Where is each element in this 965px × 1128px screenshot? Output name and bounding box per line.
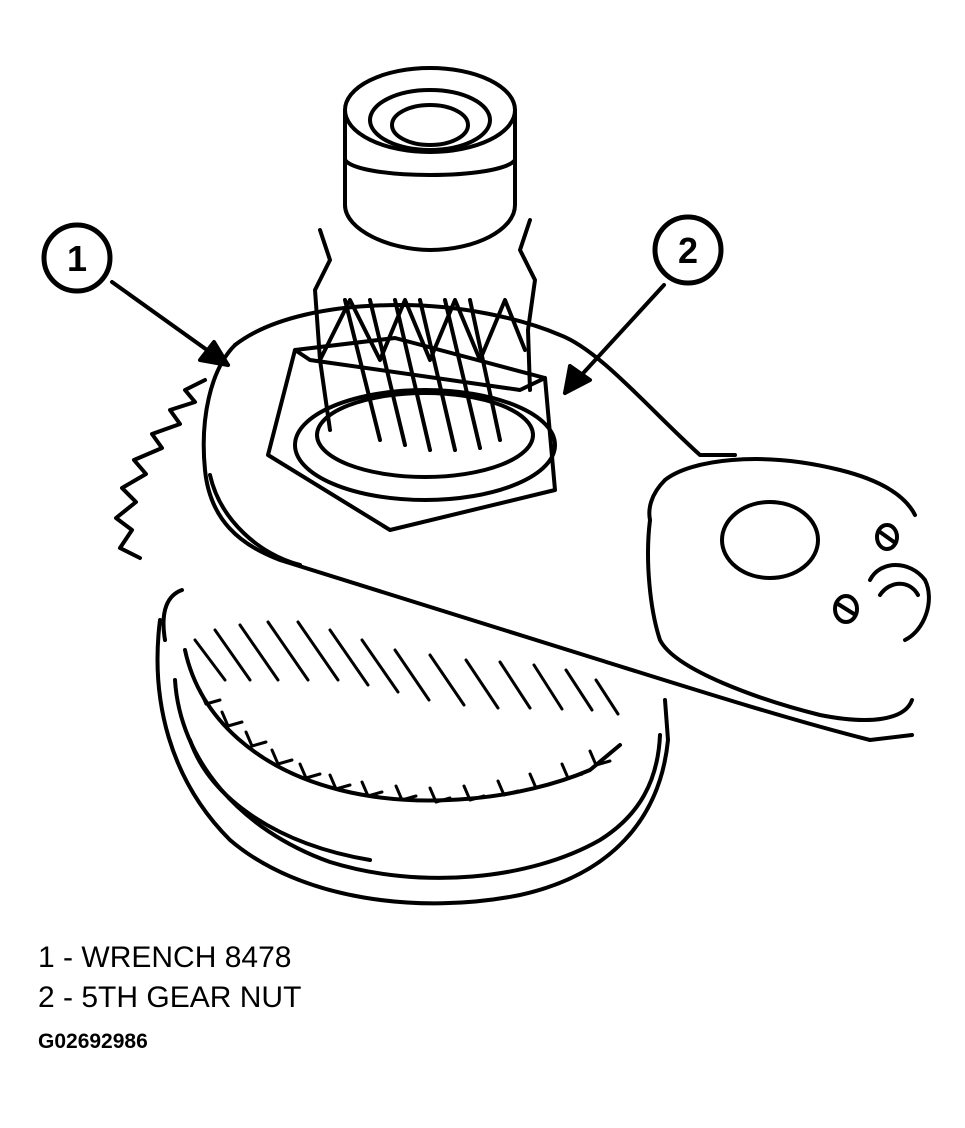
legend-separator: - [63, 941, 74, 974]
5th-gear-nut [266, 336, 557, 532]
legend-number: 1 [38, 941, 55, 974]
figure-id: G02692986 [38, 1030, 148, 1053]
legend: 1 - WRENCH 8478 2 - 5TH GEAR NUT [38, 938, 301, 1018]
svg-text:1: 1 [67, 238, 87, 279]
legend-text: 5TH GEAR NUT [81, 981, 302, 1014]
callout-2: 2 [652, 214, 724, 286]
leader-lines [110, 280, 666, 395]
shaft [313, 66, 537, 452]
legend-item-1: 1 - WRENCH 8478 [38, 938, 301, 978]
gear-assembly [114, 378, 670, 906]
legend-text: WRENCH 8478 [81, 941, 292, 974]
wrench-8478 [201, 303, 931, 742]
svg-text:2: 2 [678, 230, 698, 271]
diagram-illustration: 1 2 [41, 66, 931, 906]
callout-1: 1 [41, 222, 113, 294]
legend-item-2: 2 - 5TH GEAR NUT [38, 978, 301, 1018]
legend-number: 2 [38, 981, 55, 1014]
legend-separator: - [63, 981, 74, 1014]
